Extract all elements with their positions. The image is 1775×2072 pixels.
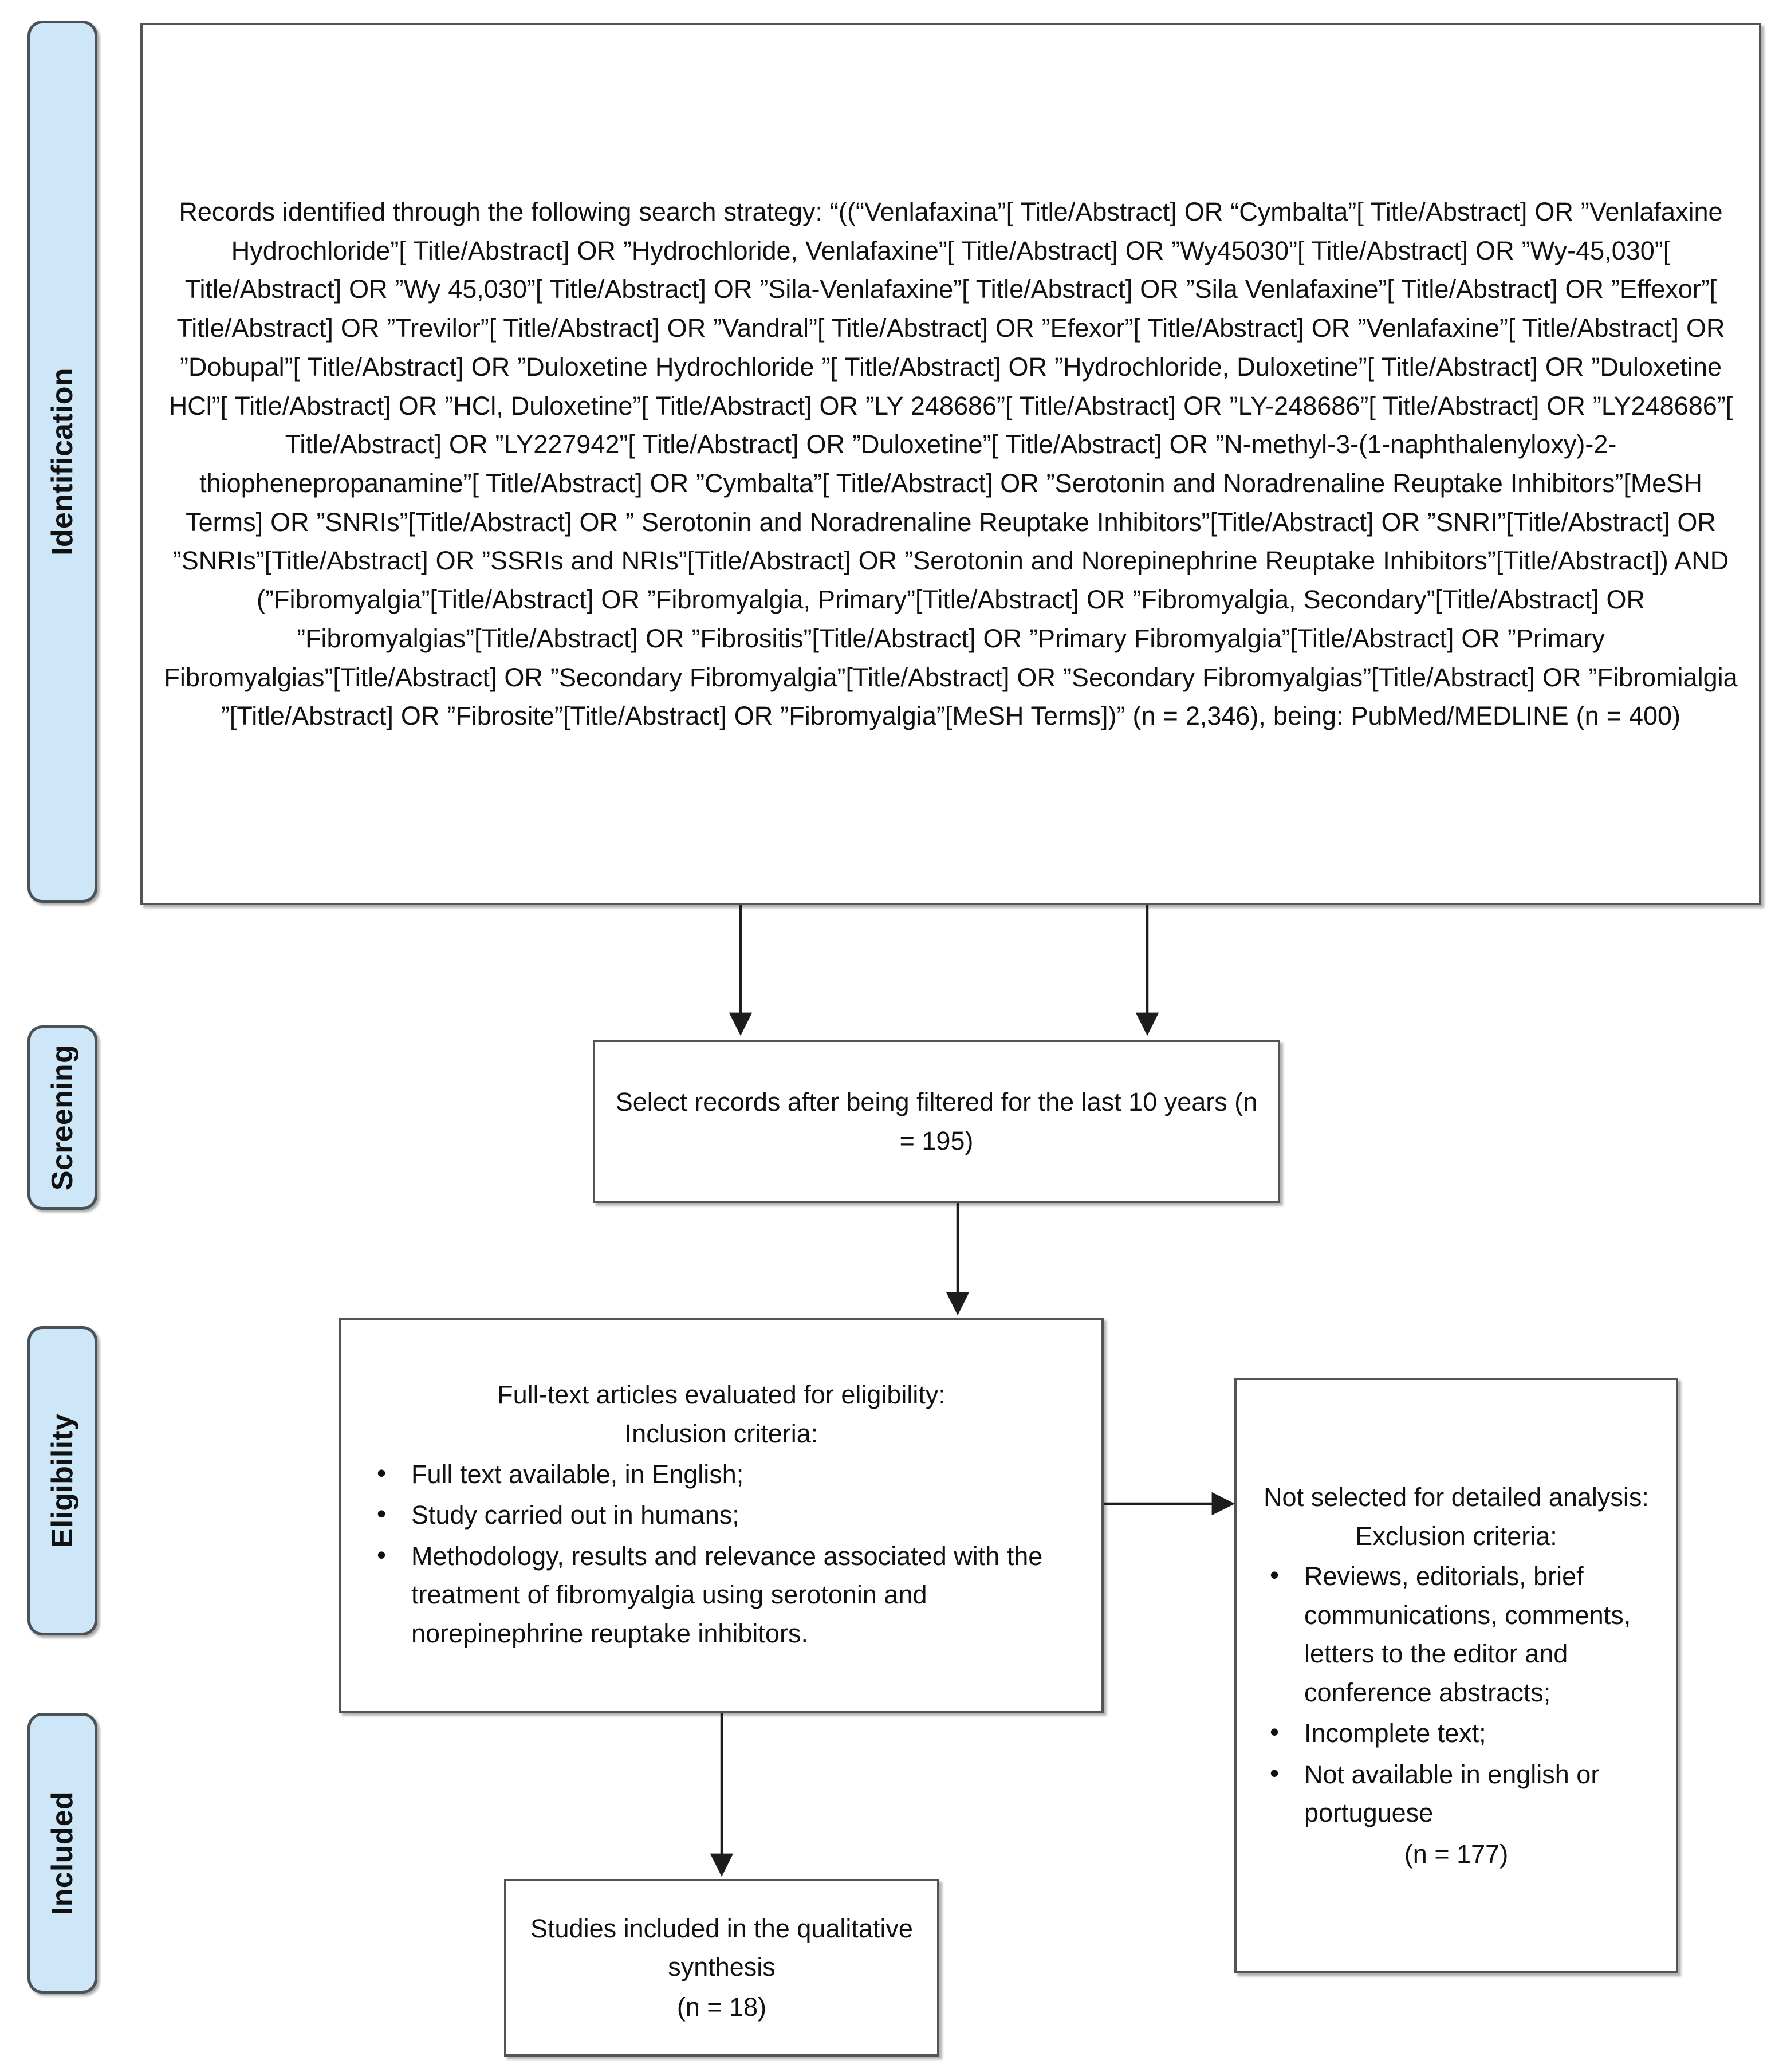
exclusion-criteria-list: Reviews, editorials, brief communication… xyxy=(1251,1555,1661,1833)
included-box: Studies included in the qualitative synt… xyxy=(504,1879,939,2057)
stage-label-eligibility: Eligibility xyxy=(46,1413,79,1548)
stage-label-screening: Screening xyxy=(46,1044,79,1191)
stage-chip-screening: Screening xyxy=(27,1025,97,1210)
included-box-content: Studies included in the qualitative synt… xyxy=(506,1909,937,2027)
list-item: Full text available, in English; xyxy=(356,1453,1087,1494)
exclusion-count: (n = 177) xyxy=(1404,1839,1509,1869)
eligibility-box: Full-text articles evaluated for eligibi… xyxy=(339,1318,1104,1713)
included-count: (n = 18) xyxy=(676,1992,767,2022)
screening-box-content: Select records after being filtered for … xyxy=(595,1083,1278,1160)
list-item: Incomplete text; xyxy=(1251,1712,1661,1753)
stage-chip-identification: Identification xyxy=(27,21,97,903)
stage-label-included: Included xyxy=(46,1791,80,1916)
exclusion-box: Not selected for detailed analysis: Excl… xyxy=(1234,1378,1678,1973)
eligibility-box-content: Full-text articles evaluated for eligibi… xyxy=(341,1375,1101,1655)
identification-box-content: Records identified through the following… xyxy=(143,192,1759,736)
exclusion-heading: Not selected for detailed analysis: xyxy=(1264,1482,1649,1512)
list-item: Not available in english or portuguese xyxy=(1251,1753,1661,1833)
list-item: Study carried out in humans; xyxy=(356,1494,1087,1535)
inclusion-criteria-list: Full text available, in English; Study c… xyxy=(356,1453,1087,1653)
eligibility-heading: Full-text articles evaluated for eligibi… xyxy=(497,1379,946,1409)
exclusion-box-content: Not selected for detailed analysis: Excl… xyxy=(1237,1478,1676,1874)
stage-label-identification: Identification xyxy=(46,368,80,556)
list-item: Reviews, editorials, brief communication… xyxy=(1251,1555,1661,1712)
screening-box: Select records after being filtered for … xyxy=(593,1040,1280,1203)
stage-chip-included: Included xyxy=(27,1713,97,1994)
included-text: Studies included in the qualitative synt… xyxy=(530,1913,913,1982)
identification-box: Records identified through the following… xyxy=(140,23,1761,905)
exclusion-subheading: Exclusion criteria: xyxy=(1355,1521,1557,1551)
screening-text: Select records after being filtered for … xyxy=(615,1087,1258,1155)
stage-chip-eligibility: Eligibility xyxy=(27,1326,97,1635)
eligibility-subheading: Inclusion criteria: xyxy=(624,1419,818,1449)
search-strategy-text: Records identified through the following… xyxy=(164,196,1738,731)
list-item: Methodology, results and relevance assoc… xyxy=(356,1535,1087,1653)
